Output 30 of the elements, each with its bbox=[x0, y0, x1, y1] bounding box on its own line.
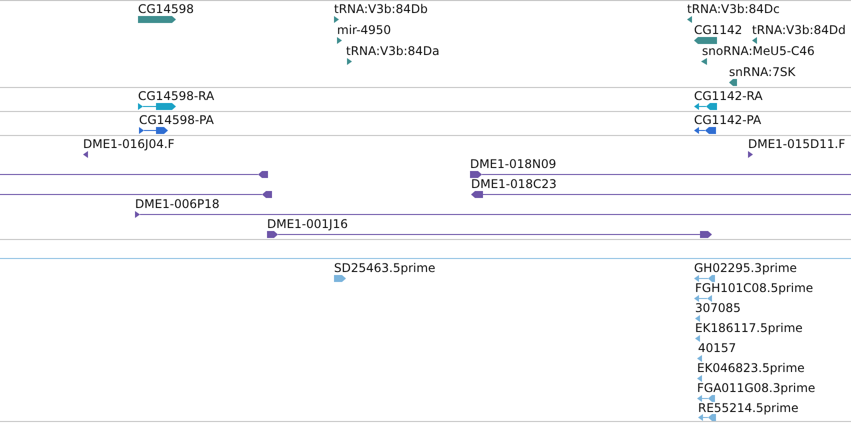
clone-glyph bbox=[0, 191, 272, 198]
feature-label: DME1-018N09 bbox=[470, 157, 556, 171]
feature-label: FGH101C08.5prime bbox=[695, 281, 814, 295]
feature-label: DME1-015D11.F bbox=[748, 137, 846, 151]
feature-label: tRNA:V3b:84Db bbox=[334, 2, 428, 16]
feature-label: CG14598-RA bbox=[138, 89, 214, 103]
feature-label: EK046823.5prime bbox=[697, 361, 805, 375]
feature-label: tRNA:V3b:84Da bbox=[346, 44, 440, 58]
feature-label: 40157 bbox=[698, 341, 736, 355]
feature-label: snoRNA:MeU5-C46 bbox=[702, 44, 815, 58]
clone-glyph bbox=[0, 171, 268, 178]
feature-label: EK186117.5prime bbox=[695, 321, 803, 335]
feature-label: CG1142 bbox=[694, 23, 742, 37]
feature-label: RE55214.5prime bbox=[698, 401, 798, 415]
feature-label: tRNA:V3b:84Dc bbox=[687, 2, 780, 16]
feature-label: DME1-018C23 bbox=[471, 177, 557, 191]
feature-label: CG14598-PA bbox=[139, 113, 214, 127]
feature-label: DME1-016J04.F bbox=[83, 137, 175, 151]
feature-label: CG1142-RA bbox=[694, 89, 763, 103]
feature-label: SD25463.5prime bbox=[334, 261, 436, 275]
feature-label: CG14598 bbox=[138, 2, 194, 16]
feature-label: GH02295.3prime bbox=[694, 261, 797, 275]
feature-label: snRNA:7SK bbox=[729, 65, 796, 79]
feature-label: tRNA:V3b:84Dd bbox=[752, 23, 846, 37]
feature-label: DME1-006P18 bbox=[135, 197, 220, 211]
feature-label: DME1-001J16 bbox=[267, 217, 348, 231]
feature-label: CG1142-PA bbox=[694, 113, 762, 127]
feature-label: 307085 bbox=[695, 301, 741, 315]
feature-label: mir-4950 bbox=[337, 23, 392, 37]
feature-label: FGA011G08.3prime bbox=[697, 381, 816, 395]
